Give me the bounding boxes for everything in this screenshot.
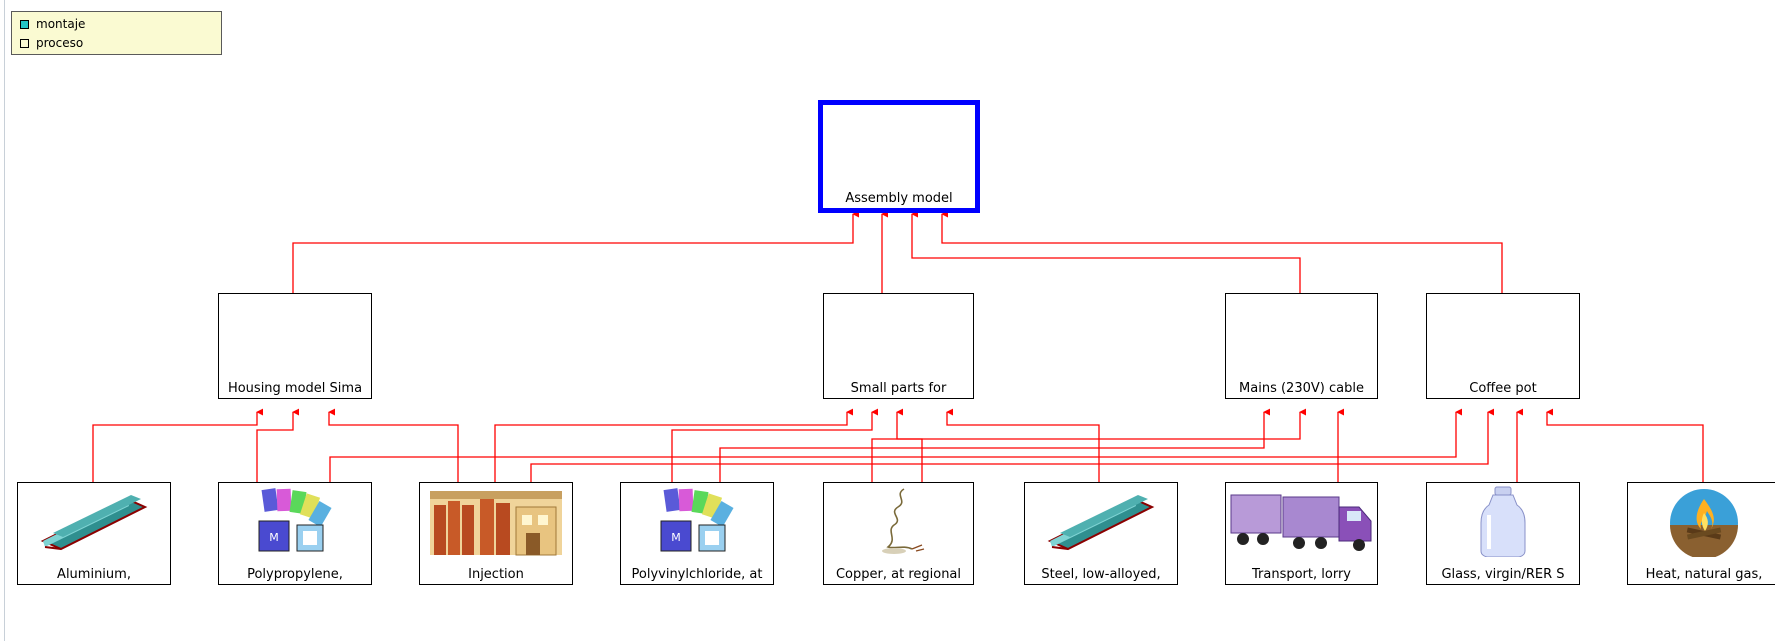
node-assembly-model[interactable]: Assembly model <box>818 100 980 213</box>
link-pp-coffeepot <box>329 408 1463 482</box>
montaje-swatch <box>20 19 29 29</box>
node-housing-model[interactable]: Housing model Sima <box>218 293 372 399</box>
node-label: Aluminium, <box>57 567 131 582</box>
node-polyvinylchloride[interactable]: M Polyvinylchloride, at <box>620 482 774 585</box>
legend-item-proceso: proceso <box>20 35 83 51</box>
link-injection-housing <box>328 408 459 482</box>
node-label: Polypropylene, <box>247 567 343 582</box>
metal-beam-icon <box>18 485 170 557</box>
copper-wire-icon <box>824 485 973 557</box>
metal-beam-icon <box>1025 485 1177 557</box>
truck-icon <box>1226 485 1377 557</box>
node-label: Injection <box>468 567 524 582</box>
canvas-left-border <box>4 0 5 641</box>
link-mains-root <box>911 210 1301 293</box>
node-label: Housing model Sima <box>227 381 363 396</box>
link-injection-coffeepot <box>530 408 1495 482</box>
node-steel[interactable]: Steel, low-alloyed, <box>1024 482 1178 585</box>
node-label: Polyvinylchloride, at <box>631 567 763 582</box>
node-label: Transport, lorry <box>1252 567 1351 582</box>
node-transport-lorry[interactable]: Transport, lorry <box>1225 482 1378 585</box>
link-copper-mains <box>871 408 1307 482</box>
legend-item-montaje: montaje <box>20 16 85 32</box>
link-steel-smallparts <box>946 408 1100 482</box>
node-label: Assembly model <box>845 191 953 206</box>
node-label: Small parts for <box>850 381 947 396</box>
node-label: Copper, at regional <box>835 567 962 582</box>
legend: montaje proceso <box>11 11 222 55</box>
link-pp-housing <box>256 408 300 482</box>
node-label: Glass, virgin/RER S <box>1441 567 1565 582</box>
glass-bottle-icon <box>1427 485 1579 557</box>
svg-text:M: M <box>269 531 279 544</box>
factory-icon <box>420 485 572 557</box>
node-heat-natural-gas[interactable]: Heat, natural gas, <box>1627 482 1775 585</box>
link-aluminium-housing <box>92 408 264 482</box>
legend-label: proceso <box>36 36 84 50</box>
link-coffeepot-root <box>941 210 1503 293</box>
plastic-swatches-icon: M <box>219 485 371 557</box>
node-mains-cable[interactable]: Mains (230V) cable <box>1225 293 1378 399</box>
legend-label: montaje <box>36 17 86 31</box>
link-injection-smallparts <box>494 408 854 482</box>
node-injection[interactable]: Injection <box>419 482 573 585</box>
campfire-icon <box>1628 485 1775 557</box>
link-copper-smallparts <box>896 408 923 482</box>
link-heat-coffeepot <box>1546 408 1704 482</box>
node-label: Steel, low-alloyed, <box>1041 567 1161 582</box>
proceso-swatch <box>20 38 29 48</box>
node-small-parts[interactable]: Small parts for <box>823 293 974 399</box>
link-pvc-smallparts <box>671 408 879 482</box>
link-housing-root <box>292 210 860 293</box>
node-label: Coffee pot <box>1469 381 1537 396</box>
node-polypropylene[interactable]: M Polypropylene, <box>218 482 372 585</box>
plastic-swatches-icon: M <box>621 485 773 557</box>
node-label: Mains (230V) cable <box>1239 381 1364 396</box>
svg-text:M: M <box>671 531 681 544</box>
node-label: Heat, natural gas, <box>1645 567 1763 582</box>
link-pvc-mains <box>719 408 1271 482</box>
node-aluminium[interactable]: Aluminium, <box>17 482 171 585</box>
node-glass[interactable]: Glass, virgin/RER S <box>1426 482 1580 585</box>
node-copper[interactable]: Copper, at regional <box>823 482 974 585</box>
node-coffee-pot[interactable]: Coffee pot <box>1426 293 1580 399</box>
